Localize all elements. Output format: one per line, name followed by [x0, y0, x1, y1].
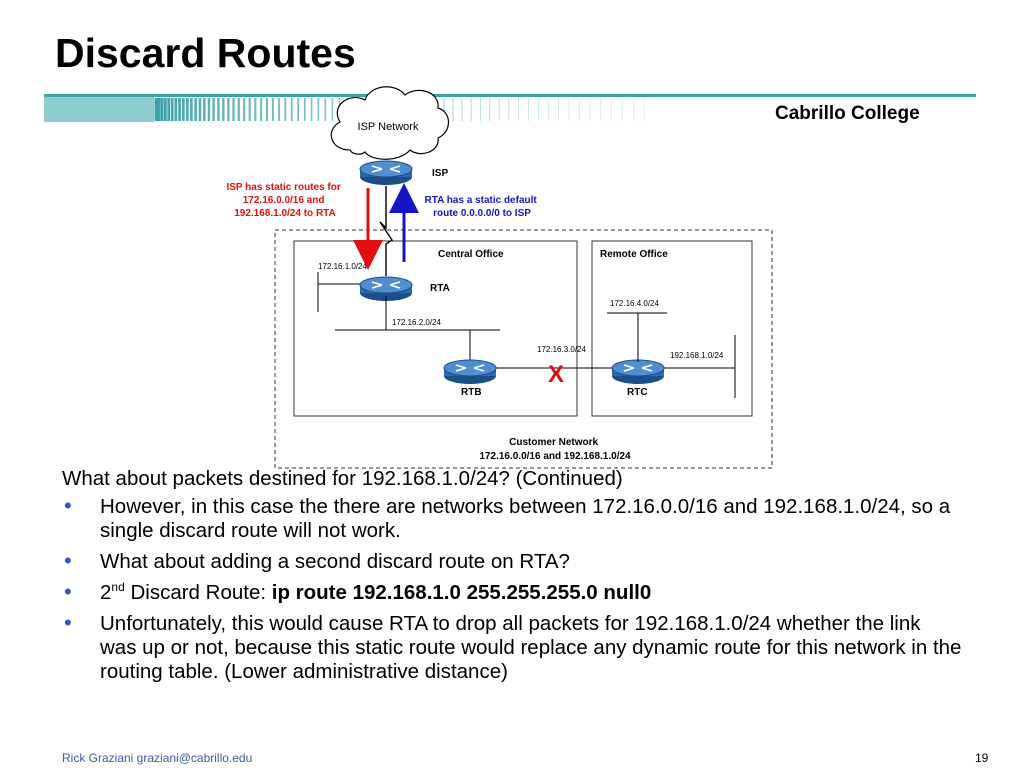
isp-label: ISP [432, 168, 448, 179]
footer-author: Rick Graziani graziani@cabrillo.edu [62, 751, 253, 765]
bullet-icon: • [64, 579, 72, 604]
intro-text: What about packets destined for 192.168.… [62, 467, 623, 490]
isp-note: ISP has static routes for 172.16.0.0/16 … [226, 182, 343, 219]
router-icon [359, 160, 413, 186]
failed-link-mark: X [548, 361, 564, 388]
cloud-icon [330, 86, 450, 160]
college-name: Cabrillo College [775, 103, 920, 124]
router-icon [443, 359, 497, 385]
router-icon [611, 359, 665, 385]
central-office-label: Central Office [438, 249, 504, 260]
remote-office-label: Remote Office [600, 249, 668, 260]
bullet-item: • 2nd Discard Route: ip route 192.168.1.… [62, 579, 962, 605]
cloud-label: ISP Network [358, 121, 419, 133]
subnet-rta-rtb: 172.16.2.0/24 [392, 318, 441, 327]
bullet-text: Unfortunately, this would cause RTA to d… [100, 612, 962, 683]
ordinal-number: 2 [100, 581, 112, 604]
bullet-text: However, in this case the there are netw… [100, 495, 951, 542]
bullet-text: What about adding a second discard route… [100, 550, 570, 573]
subnet-rtc-192: 192.168.1.0/24 [670, 351, 724, 360]
bullet-icon: • [64, 610, 72, 635]
customer-network-label: Customer Network 172.16.0.0/16 and 192.1… [479, 437, 631, 462]
body-content: What about packets destined for 192.168.… [62, 467, 962, 691]
rta-label: RTA [430, 283, 450, 294]
central-office-box [293, 240, 578, 417]
customer-network-box [274, 229, 773, 469]
page-number: 19 [975, 751, 989, 765]
lightning-icon [379, 186, 393, 276]
bullet-list: • However, in this case the there are ne… [62, 493, 962, 684]
rta-note: RTA has a static default route 0.0.0.0/0… [424, 195, 539, 219]
remote-office-box [591, 240, 753, 417]
rtb-label: RTB [461, 387, 482, 398]
network-diagram: ISP Network ISP ISP has static routes fo… [226, 86, 773, 469]
bullet-item: • Unfortunately, this would cause RTA to… [62, 610, 962, 684]
subnet-rtb-rtc: 172.16.3.0/24 [537, 345, 586, 354]
bullet-item: • However, in this case the there are ne… [62, 493, 962, 543]
header-stripe-band [44, 94, 976, 122]
bullet-icon: • [64, 548, 72, 573]
subnet-rtc-lan: 172.16.4.0/24 [610, 299, 659, 308]
rtc-label: RTC [627, 387, 648, 398]
subnet-rta-lan: 172.16.1.0/24 [318, 262, 367, 271]
bullet-text: Discard Route: [124, 581, 272, 604]
slide-title: Discard Routes [55, 30, 356, 76]
bullet-item: • What about adding a second discard rou… [62, 548, 962, 574]
bullet-icon: • [64, 493, 72, 518]
command-text: ip route 192.168.1.0 255.255.255.0 null0 [271, 581, 652, 604]
ordinal-suffix: nd [111, 580, 125, 595]
